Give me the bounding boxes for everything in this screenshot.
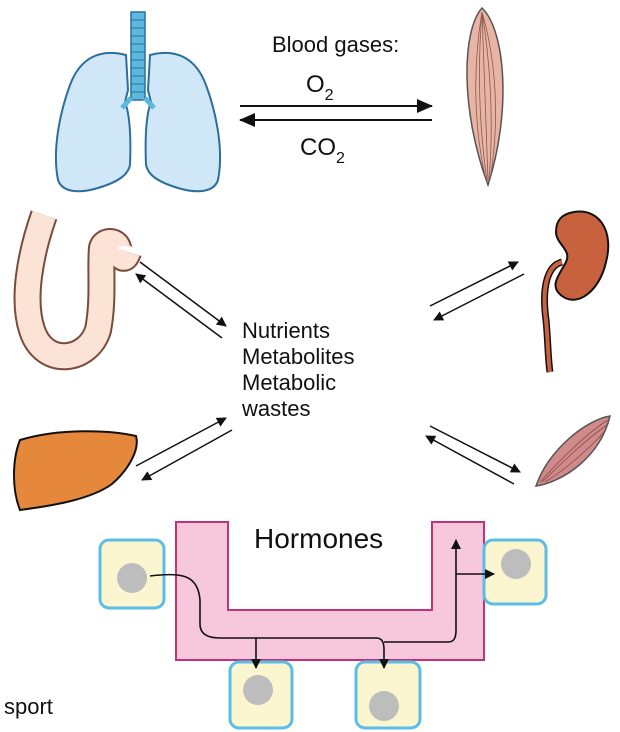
intestine-exchange-arrows (136, 262, 226, 338)
liver-icon (14, 431, 137, 510)
muscle-icon (467, 8, 503, 185)
blood-gases-title: Blood gases: (272, 32, 399, 57)
lungs-icon (56, 12, 220, 191)
cell-icon (484, 540, 546, 604)
kidney-exchange-arrows (430, 262, 524, 320)
cell-icon (356, 662, 420, 728)
central-label-metabolic: Metabolic (242, 370, 336, 395)
liver-exchange-arrows (136, 418, 232, 480)
hormones-label: Hormones (254, 523, 383, 554)
kidney-icon (545, 212, 609, 372)
cell-icon (100, 540, 164, 608)
central-label-wastes: wastes (241, 396, 310, 421)
caption-fragment: sport (4, 694, 53, 719)
co2-label: CO2 (300, 134, 345, 167)
smooth-muscle-exchange-arrows (426, 426, 520, 484)
central-label-metabolites: Metabolites (242, 344, 355, 369)
central-label-nutrients: Nutrients (242, 318, 330, 343)
o2-label: O2 (306, 71, 334, 104)
cell-icon (230, 662, 292, 728)
intestine-icon (28, 215, 128, 356)
smooth-muscle-icon (536, 416, 610, 486)
